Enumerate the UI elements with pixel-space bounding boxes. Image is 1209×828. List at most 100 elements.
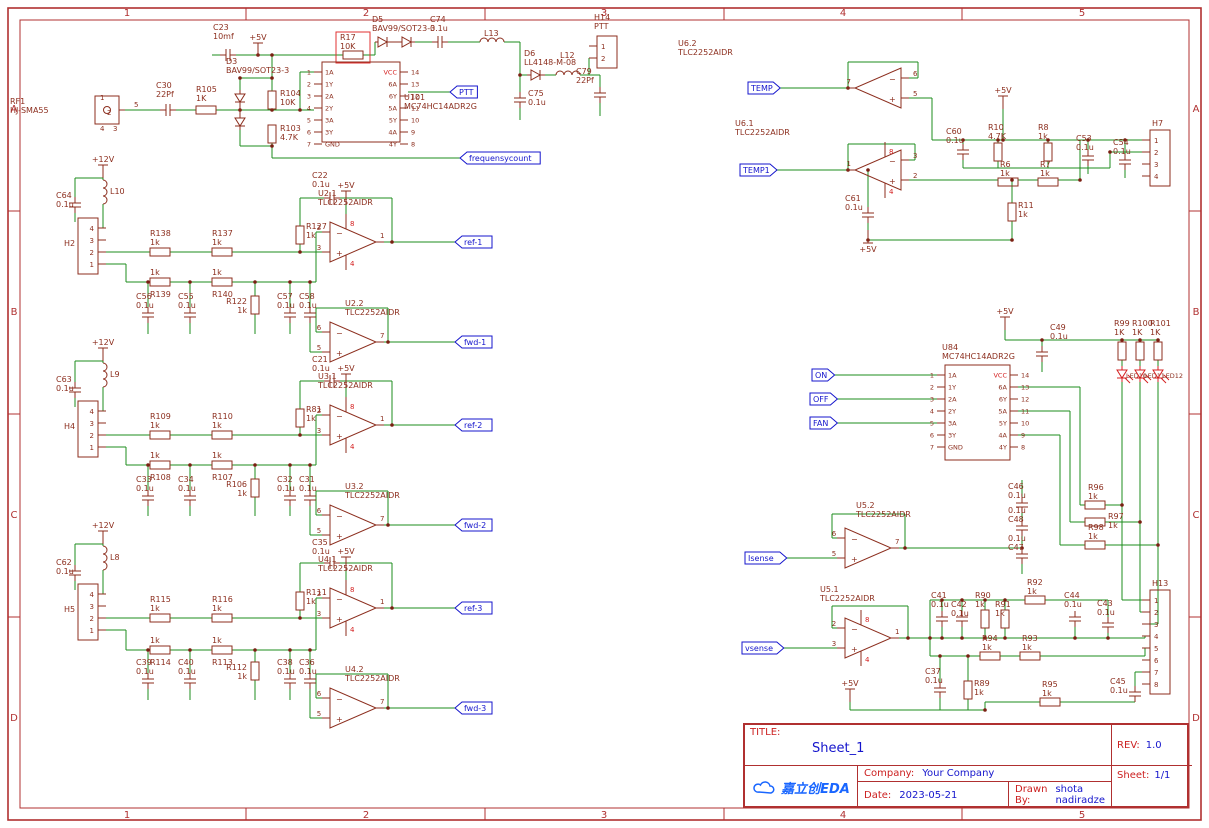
power-flag-+5V[interactable]: +5V (337, 547, 355, 570)
net-flag-TEMP1[interactable]: TEMP1 (739, 163, 778, 177)
net-flag-FAN[interactable]: FAN (809, 416, 839, 430)
power-flag-+5V[interactable]: +5V (841, 679, 859, 702)
net-flag-ON[interactable]: ON (811, 368, 836, 382)
selection-box[interactable] (335, 31, 371, 64)
net-flag-fwd-2[interactable]: fwd-2 (454, 518, 493, 532)
component-LED11[interactable]: LED11 (1134, 366, 1165, 384)
component-LED10[interactable]: LED10 (1116, 366, 1147, 384)
net-flag-TEMP[interactable]: TEMP (747, 81, 781, 95)
net-flag-fwd-3[interactable]: fwd-3 (454, 701, 493, 715)
power-flag-+5V[interactable]: +5V (994, 86, 1012, 109)
wires[interactable] (74, 41, 1159, 719)
net-flag-fwd-1[interactable]: fwd-1 (454, 335, 493, 349)
net-flag-ref-3[interactable]: ref-3 (454, 601, 493, 615)
component-R10[interactable]: R104.7K (988, 123, 1007, 162)
power-flag-+12V[interactable]: +12V (92, 338, 115, 361)
component-L9[interactable]: L9 (102, 362, 120, 388)
component-L13[interactable]: L13 (479, 29, 505, 43)
power-flag-+12V[interactable]: +12V (92, 521, 115, 544)
component-L12[interactable]: L12 (555, 51, 581, 76)
net-flag-PTT[interactable]: PTT (449, 85, 478, 99)
power-flag-+5V[interactable]: +5V (996, 307, 1014, 330)
power-flag-+12V[interactable]: +12V (92, 155, 115, 178)
